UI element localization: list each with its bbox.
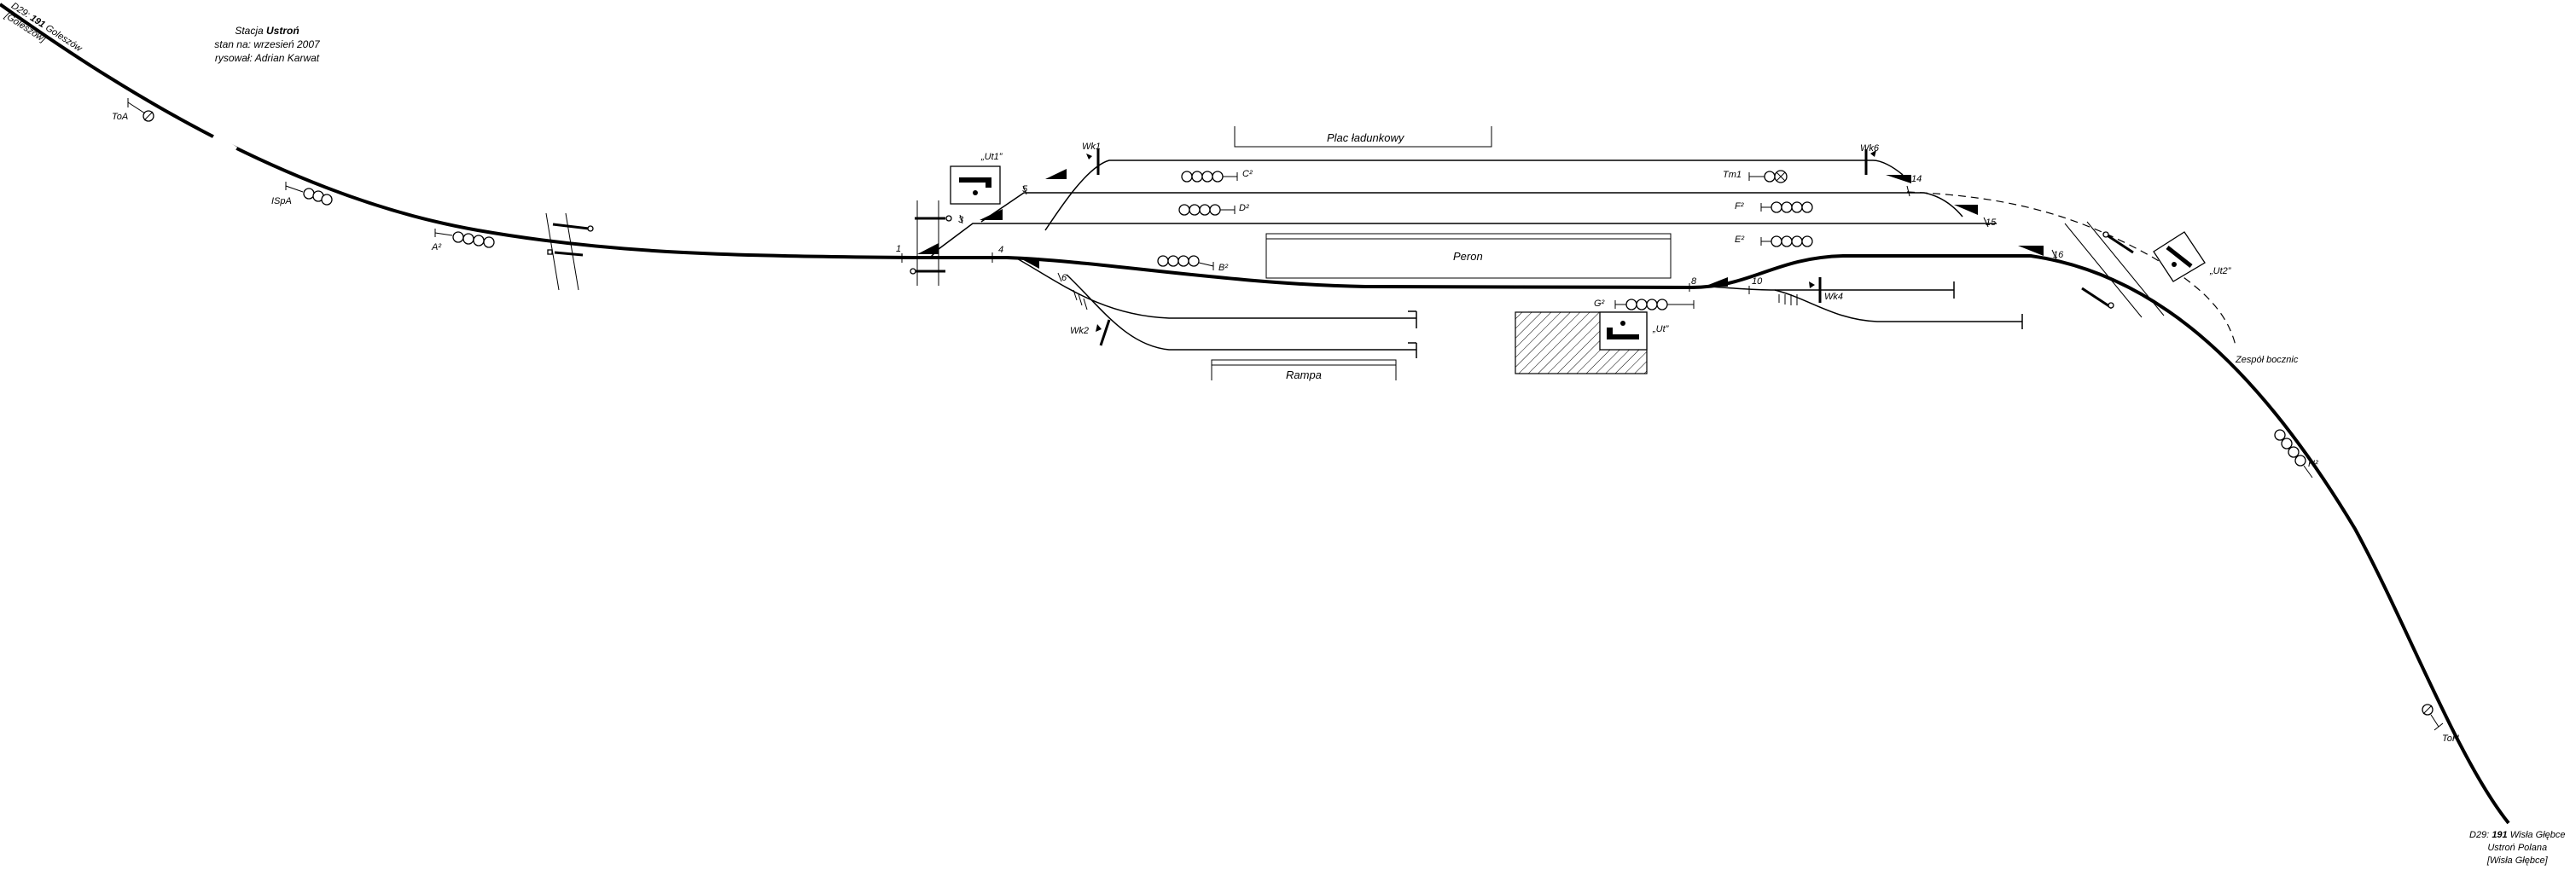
ramp-label: Rampa [1286, 368, 1322, 381]
signal-h2-label: H² [2308, 459, 2318, 469]
right-station-sub1: Ustroń Polana [2487, 843, 2548, 853]
signal-h2 [2274, 429, 2313, 478]
level-crossing-mid [910, 200, 952, 286]
signal-g2-label: G² [1594, 299, 1605, 309]
platform-label: Peron [1453, 250, 1483, 263]
right-station-sub2: [Wisła Głębce] [2486, 856, 2548, 866]
right-station-name: Wisła Głębce [2509, 830, 2566, 840]
siding-group-label: Zespół bocznic [2236, 355, 2299, 365]
post-ut1-box [950, 165, 1001, 205]
switch-3-label: 3 [958, 215, 964, 225]
signal-f2 [1760, 201, 1813, 213]
switch-14-label: 14 [1911, 174, 1922, 184]
derailer-wk1 [1086, 149, 1100, 175]
signal-b2-label: B² [1218, 263, 1228, 273]
derailer-wk4 [1778, 277, 1822, 305]
right-end-label: D29: 191 Wisła Głębce Ustroń Polana [Wis… [2469, 829, 2565, 867]
signal-toa-label: ToA [112, 112, 129, 122]
loading-square-label: Plac ładunkowy [1327, 131, 1404, 144]
switch-ticks [901, 185, 2057, 294]
switch-1-label: 1 [896, 244, 902, 254]
platform-outline [1265, 233, 1672, 279]
signal-g2 [1614, 299, 1695, 310]
switch-6-label: 6 [1061, 273, 1067, 283]
right-line-number: 191 [2492, 830, 2508, 840]
station-author: rysował: Adrian Karwat [214, 52, 320, 64]
derailer-wk6-label: Wk6 [1860, 143, 1879, 154]
post-ut-label: „Ut” [1653, 324, 1669, 334]
signal-f2-label: F² [1735, 201, 1744, 212]
signal-tm1-label: Tm1 [1723, 170, 1742, 180]
switch-5-label: 5 [1022, 184, 1028, 194]
post-ut2-label: „Ut2” [2210, 266, 2231, 276]
signal-c2 [1181, 171, 1238, 183]
line-breaks [211, 133, 2370, 631]
derailer-wk4-label: Wk4 [1824, 292, 1843, 302]
signal-toh-label: ToH [2442, 734, 2459, 744]
derailer-wk2-label: Wk2 [1070, 326, 1089, 336]
post-ut1-label: „Ut1” [981, 152, 1003, 162]
signal-toh [2422, 704, 2444, 731]
signal-e2-label: E² [1735, 235, 1744, 245]
signal-e2 [1760, 235, 1813, 247]
derailer-wk2 [1073, 289, 1111, 346]
station-title-prefix: Stacja [235, 25, 264, 37]
signal-d2-label: D² [1239, 203, 1249, 213]
station-header: Stacja Ustroń stan na: wrzesień 2007 rys… [182, 24, 352, 65]
loading-square-outline [1234, 126, 1492, 148]
ramp-outline [1211, 359, 1397, 380]
signal-ispa [285, 182, 333, 206]
signal-a2-label: A² [432, 242, 441, 252]
switch-10-label: 10 [1752, 276, 1763, 287]
derailer-wk1-label: Wk1 [1082, 142, 1101, 152]
switch-frogs [917, 169, 2044, 287]
derailer-wk6 [1864, 149, 1876, 175]
signal-tm1 [1748, 170, 1788, 183]
post-ut2-box [2153, 231, 2206, 282]
signal-d2 [1178, 204, 1236, 216]
signal-toa [127, 98, 154, 122]
level-crossing-left [545, 212, 594, 291]
switch-4-label: 4 [998, 245, 1004, 255]
switch-8-label: 8 [1691, 276, 1697, 287]
post-ut-box [1599, 311, 1648, 351]
level-crossing-right [2064, 221, 2165, 318]
station-state: stan na: wrzesień 2007 [214, 38, 320, 50]
switch-16-label: 16 [2053, 250, 2064, 260]
switch-15-label: 15 [1986, 218, 1997, 228]
signal-c2-label: C² [1242, 169, 1253, 179]
station-title-name: Ustroń [266, 25, 299, 37]
signal-a2 [434, 229, 495, 248]
main-track [0, 3, 2510, 825]
right-line-code: D29: [2469, 830, 2490, 840]
signal-b2 [1157, 255, 1214, 270]
signal-ispa-label: ISpA [271, 196, 292, 206]
